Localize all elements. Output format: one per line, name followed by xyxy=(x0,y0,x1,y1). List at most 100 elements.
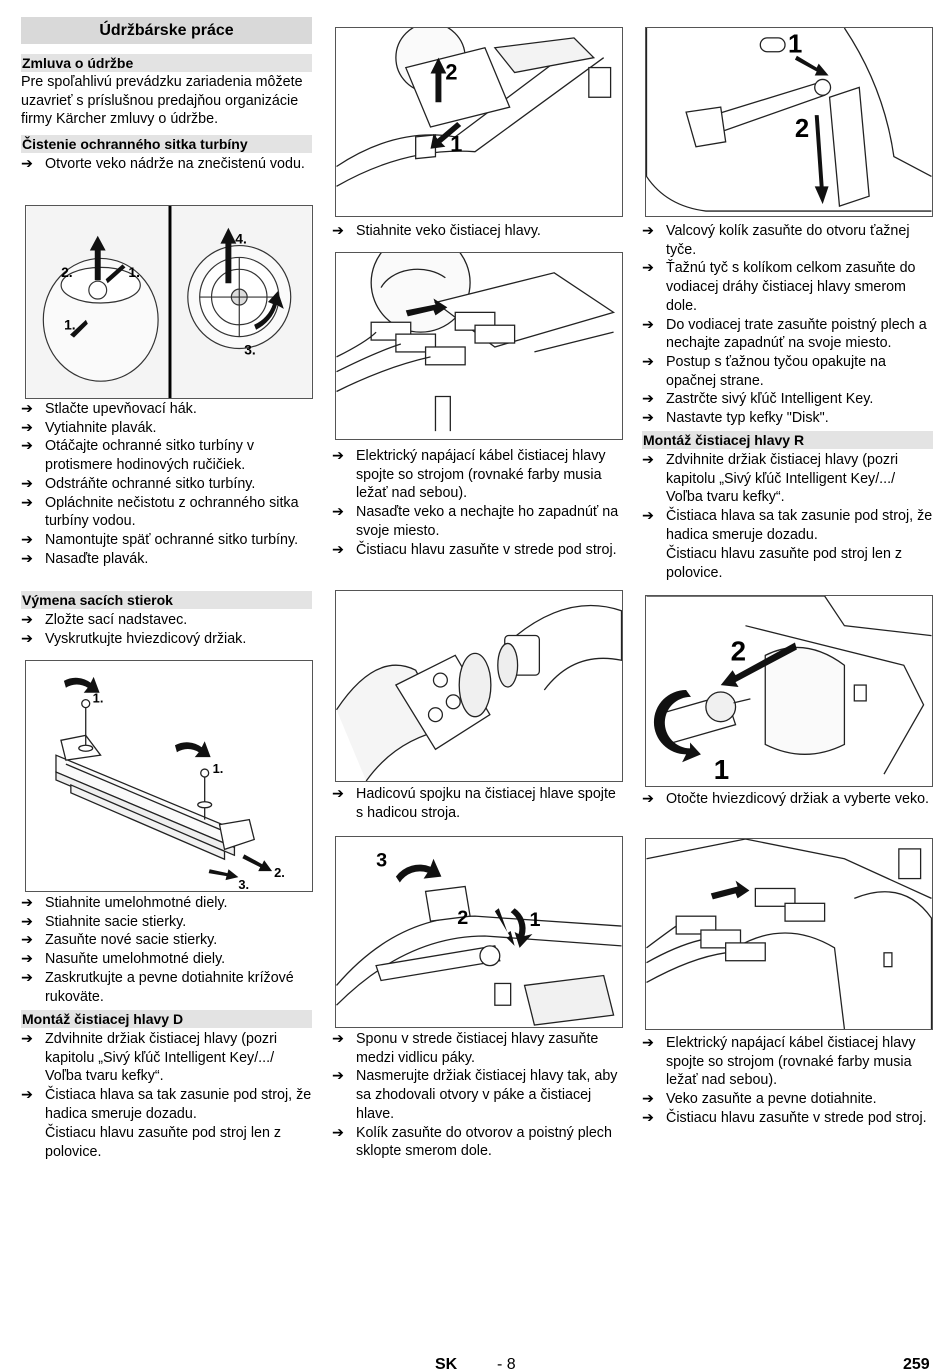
head-cover-illustration: 2 1 xyxy=(336,28,612,187)
fig-label: 1 xyxy=(714,754,729,785)
heading-maintenance-contract: Zmluva o údržbe xyxy=(21,54,312,72)
arrow-right-icon: ➔ xyxy=(332,786,344,802)
figure-cable-connect xyxy=(335,252,623,440)
arrow-right-icon: ➔ xyxy=(21,156,33,172)
heading-turbine-sieve: Čistenie ochranného sitka turbíny xyxy=(21,135,312,153)
list-item: ➔Čistiacu hlavu zasuňte v strede pod str… xyxy=(332,541,617,558)
arrow-right-icon: ➔ xyxy=(332,504,344,521)
arrow-right-icon: ➔ xyxy=(332,1068,344,1085)
cable-connect-r-illustration xyxy=(646,839,932,1029)
arrow-right-icon: ➔ xyxy=(642,1109,654,1126)
arrow-right-icon: ➔ xyxy=(21,932,33,949)
arrow-right-icon: ➔ xyxy=(21,494,33,511)
arrow-right-icon: ➔ xyxy=(642,1091,654,1108)
arrow-right-icon: ➔ xyxy=(21,475,33,492)
arrow-right-icon: ➔ xyxy=(332,223,344,239)
arrow-right-icon: ➔ xyxy=(21,951,33,968)
list-item: ➔Zdvihnite držiak čistiacej hlavy (pozri… xyxy=(21,1031,278,1085)
list-item: ➔Kolík zasuňte do otvorov a poistný plec… xyxy=(332,1124,612,1160)
fig-label: 2 xyxy=(731,635,746,666)
list-item: ➔Odstráňte ochranné sitko turbíny. xyxy=(21,475,256,492)
arrow-right-icon: ➔ xyxy=(21,401,33,417)
arrow-right-icon: ➔ xyxy=(332,448,344,464)
footer-language: SK xyxy=(435,1356,458,1372)
list-item: ➔Do vodiacej trate zasuňte poistný plech… xyxy=(642,316,927,352)
fig-label: 1 xyxy=(529,909,540,931)
figure-squeegee: 1. 1. 2. 3. xyxy=(25,660,313,892)
footer-local-page: - 8 xyxy=(497,1356,516,1372)
arrow-right-icon: ➔ xyxy=(21,630,33,647)
list-item: ➔Čistiaca hlava sa tak zasunie pod stroj… xyxy=(21,1087,312,1122)
sieve-step-list-a: ➔Otvorte veko nádrže na znečistenú vodu. xyxy=(21,155,312,174)
list-item: ➔Stiahnite veko čistiacej hlavy. xyxy=(332,223,541,239)
mount-d-continuation: Čistiacu hlavu zasuňte pod stroj len z p… xyxy=(45,1125,282,1160)
list-item: ➔Otočte hviezdicový držiak a vyberte vek… xyxy=(642,791,930,807)
list-item: ➔Stiahnite sacie stierky. xyxy=(21,913,187,930)
star-knob-illustration: 2 1 xyxy=(646,596,932,785)
heading-mount-head-d: Montáž čistiacej hlavy D xyxy=(21,1010,312,1028)
fig-label: 4. xyxy=(235,231,247,247)
fig-label: 1. xyxy=(64,317,76,333)
heading-squeegee-replace: Výmena sacích stierok xyxy=(21,591,312,609)
arrow-right-icon: ➔ xyxy=(332,1031,344,1047)
arrow-right-icon: ➔ xyxy=(332,1124,344,1141)
pin-step-list: ➔Valcový kolík zasuňte do otvoru ťažnej … xyxy=(642,222,933,428)
arrow-right-icon: ➔ xyxy=(642,508,654,525)
arrow-right-icon: ➔ xyxy=(642,316,654,333)
list-item: ➔Zastrčte sivý kľúč Intelligent Key. xyxy=(642,391,874,408)
footer-page-number: 259 xyxy=(903,1356,930,1372)
arrow-right-icon: ➔ xyxy=(21,438,33,455)
list-item: ➔Čistiacu hlavu zasuňte v strede pod str… xyxy=(642,1109,927,1126)
list-item: ➔Nasaďte plavák. xyxy=(21,550,149,567)
squeegee-illustration: 1. 1. 2. 3. xyxy=(55,676,285,891)
list-item: ➔Sponu v strede čistiacej hlavy zasuňte … xyxy=(332,1031,599,1066)
arrow-right-icon: ➔ xyxy=(21,612,33,628)
list-item: ➔Opláchnite nečistotu z ochranného sitka… xyxy=(21,494,299,530)
hose-coupling-illustration xyxy=(336,604,622,781)
list-item: ➔Zložte sací nadstavec. xyxy=(21,612,188,628)
arrow-right-icon: ➔ xyxy=(642,223,654,239)
list-item: ➔Vytiahnite plavák. xyxy=(21,419,157,436)
fig-label: 3. xyxy=(238,877,249,891)
arrow-right-icon: ➔ xyxy=(21,1031,33,1047)
figure-turbine-sieve: 2. 1. 1. 4. 3. xyxy=(25,205,313,399)
cable-step-list: ➔Elektrický napájací kábel čistiacej hla… xyxy=(332,447,623,559)
figure-star-knob: 2 1 xyxy=(645,595,933,787)
list-item: ➔Čistiaca hlava sa tak zasunie pod stroj… xyxy=(642,508,933,543)
arrow-right-icon: ➔ xyxy=(21,550,33,567)
list-item: ➔Vyskrutkujte hviezdicový držiak. xyxy=(21,630,247,647)
list-item: ➔Otvorte veko nádrže na znečistenú vodu. xyxy=(21,156,305,172)
arrow-right-icon: ➔ xyxy=(21,1087,33,1104)
list-item: ➔Nasaďte veko a nechajte ho zapadnúť na … xyxy=(332,504,619,539)
fig-label: 3. xyxy=(244,341,256,357)
arrow-right-icon: ➔ xyxy=(21,531,33,548)
lever-step-list: ➔Sponu v strede čistiacej hlavy zasuňte … xyxy=(332,1030,623,1161)
list-item: ➔Valcový kolík zasuňte do otvoru ťažnej … xyxy=(642,223,910,258)
arrow-right-icon: ➔ xyxy=(642,391,654,408)
lever-mount-illustration: 3 2 1 xyxy=(336,850,622,1026)
fig-label: 2. xyxy=(274,865,285,880)
fig-label: 1. xyxy=(128,264,140,280)
list-item: ➔Nastavte typ kefky "Disk". xyxy=(642,410,829,427)
contract-paragraph: Pre spoľahlivú prevádzku zariadenia môže… xyxy=(21,74,303,128)
fig-label: 1 xyxy=(788,31,802,59)
sieve-step-list-b: ➔Stlačte upevňovací hák. ➔Vytiahnite pla… xyxy=(21,400,312,568)
list-item: ➔Veko zasuňte a pevne dotiahnite. xyxy=(642,1091,877,1108)
arrow-right-icon: ➔ xyxy=(21,895,33,911)
fig-label: 1 xyxy=(450,132,462,157)
list-item: ➔Zaskrutkujte a pevne dotiahnite krížové… xyxy=(21,969,294,1005)
list-item: ➔Nasuňte umelohmotné diely. xyxy=(21,951,226,968)
arrow-right-icon: ➔ xyxy=(642,791,654,807)
mount-d-step-list: ➔Zdvihnite držiak čistiacej hlavy (pozri… xyxy=(21,1030,312,1124)
figure-head-cover: 2 1 xyxy=(335,27,623,217)
arrow-right-icon: ➔ xyxy=(21,969,33,986)
fig-label: 1. xyxy=(93,691,104,706)
fig-label: 2 xyxy=(445,59,457,84)
figure-lever-mount: 3 2 1 xyxy=(335,836,623,1028)
mount-r-step-list: ➔Zdvihnite držiak čistiacej hlavy (pozri… xyxy=(642,451,933,545)
page-title: Údržbárske práce xyxy=(21,17,312,44)
list-item: ➔Hadicovú spojku na čistiacej hlave spoj… xyxy=(332,786,616,821)
pull-rod-illustration: 1 2 xyxy=(646,28,932,212)
mount-r-continuation: Čistiacu hlavu zasuňte pod stroj len z p… xyxy=(666,546,903,581)
fig-label: 2. xyxy=(61,264,73,280)
